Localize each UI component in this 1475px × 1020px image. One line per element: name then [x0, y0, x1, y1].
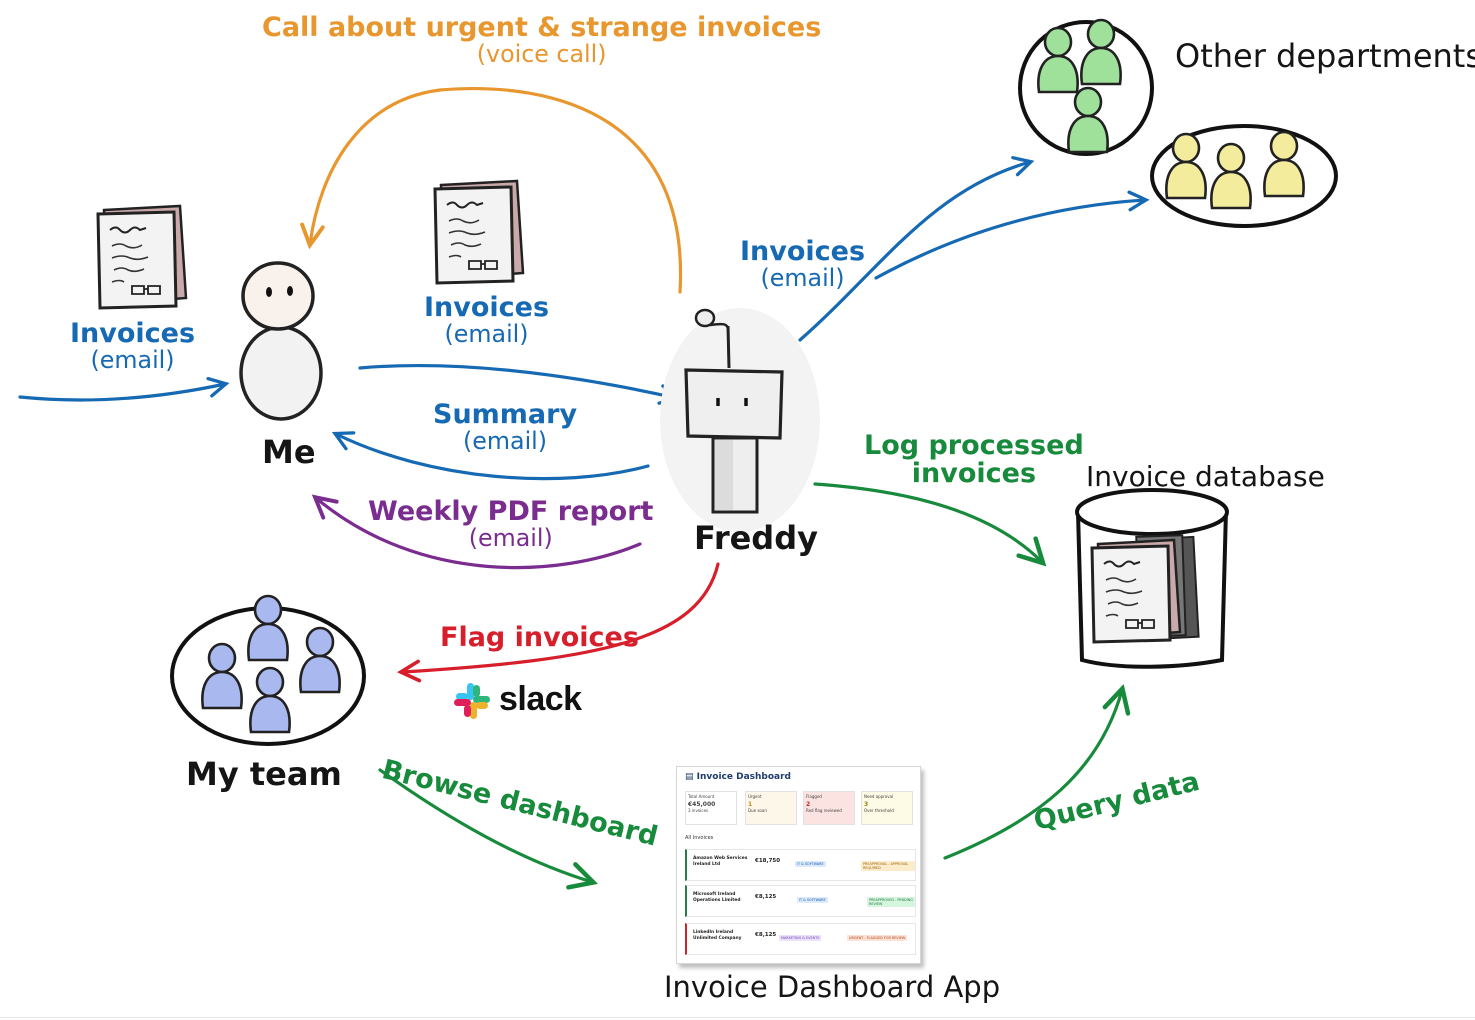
weekly-report-label: Weekly PDF report (email)	[368, 496, 654, 553]
call-label: Call about urgent & strange invoices (vo…	[262, 12, 822, 69]
team-icon	[1018, 18, 1154, 156]
arrow-freddy-call-to-me	[310, 86, 683, 294]
arrow-freddy-to-database	[813, 482, 1042, 562]
my-team-label: My team	[186, 755, 342, 793]
flag-invoices-label: Flag invoices	[440, 622, 639, 653]
arrow-freddy-flag-to-team	[402, 562, 720, 672]
me-to-freddy-sub: (email)	[444, 320, 529, 349]
dashboard-section-title: All Invoices	[685, 835, 714, 841]
table-row: Microsoft Ireland Operations Limited €8,…	[685, 885, 916, 917]
to-departments-label: Invoices (email)	[740, 236, 866, 293]
invoice-dashboard-app-label: Invoice Dashboard App	[664, 970, 1001, 1004]
document-icon	[433, 179, 525, 285]
slack-wordmark: slack	[499, 680, 582, 718]
document-icon	[96, 204, 188, 310]
arrow-freddy-to-dept-yellow	[874, 200, 1145, 280]
me-label: Me	[262, 433, 316, 471]
other-departments-label: Other departments	[1175, 37, 1475, 75]
to-departments-sub: (email)	[760, 264, 845, 293]
summary-label: Summary (email)	[433, 399, 578, 456]
slack-logo-icon	[454, 683, 490, 719]
bottom-divider	[0, 1017, 1475, 1018]
team-icon	[1150, 124, 1338, 228]
slack-logo: slack	[453, 680, 603, 722]
me-to-freddy-label: Invoices (email)	[424, 292, 550, 349]
arrow-incoming-invoices	[18, 384, 225, 402]
arrow-freddy-to-dept-green	[798, 162, 1030, 342]
incoming-invoices-label: Invoices (email)	[70, 318, 196, 375]
summary-sub: (email)	[463, 427, 548, 456]
weekly-report-sub: (email)	[468, 524, 553, 553]
person-icon	[239, 261, 323, 421]
database-icon	[1075, 488, 1229, 669]
arrow-dashboard-query-database	[943, 690, 1122, 860]
arrow-me-to-freddy	[358, 363, 676, 398]
dashboard-title: ▤ Invoice Dashboard	[685, 772, 791, 782]
team-icon	[170, 594, 366, 746]
table-row: Amazon Web Services Ireland Ltd €18,750 …	[685, 849, 916, 881]
incoming-invoices-sub: (email)	[90, 346, 175, 375]
arrow-team-browse-dashboard	[378, 768, 592, 882]
log-processed-label: Log processed invoices	[864, 430, 1084, 490]
arrow-freddy-summary-to-me	[336, 434, 650, 481]
table-row: LinkedIn Ireland Unlimited Company €8,12…	[685, 923, 916, 955]
robot-icon	[660, 308, 820, 532]
log-processed-line2: invoices	[911, 458, 1037, 490]
call-sub-label: (voice call)	[476, 40, 607, 69]
freddy-label: Freddy	[694, 519, 818, 557]
arrow-freddy-weekly-to-me	[316, 498, 642, 570]
invoice-database-label: Invoice database	[1086, 460, 1325, 493]
